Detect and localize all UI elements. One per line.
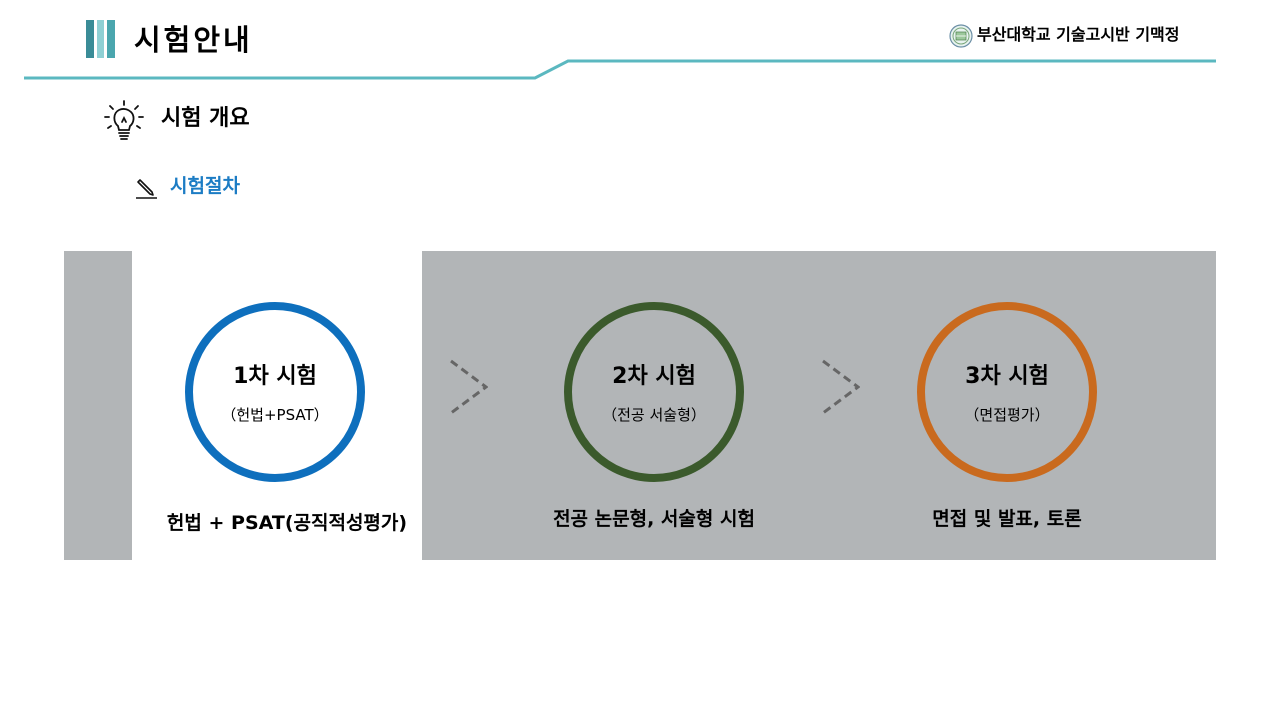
stage-3-circle xyxy=(917,302,1097,482)
stage-3-sub: （면접평가） xyxy=(964,406,1050,424)
stage-2-sub: （전공 서술형） xyxy=(602,406,706,424)
section-title: 시험 개요 xyxy=(161,106,250,131)
process-band-left xyxy=(64,251,132,560)
university-seal-icon xyxy=(949,24,973,48)
header-divider-line xyxy=(24,59,1216,80)
stage-3-name: 3차 시험 xyxy=(965,364,1049,389)
lightbulb-icon xyxy=(104,100,144,140)
stage-1-sub: （헌법+PSAT） xyxy=(221,406,329,424)
stage-2-desc: 전공 논문형, 서술형 시험 xyxy=(553,508,755,530)
stage-1-name: 1차 시험 xyxy=(233,364,317,389)
chevron-right-icon xyxy=(822,359,860,415)
school-name: 부산대학교 기술고시반 기맥정 xyxy=(977,25,1180,44)
stage-3-desc: 면접 및 발표, 토론 xyxy=(932,508,1082,530)
subsection-title: 시험절차 xyxy=(170,175,240,197)
chevron-right-icon xyxy=(450,359,488,415)
title-bars-decoration xyxy=(86,20,120,58)
stage-1-circle xyxy=(185,302,365,482)
stage-2-name: 2차 시험 xyxy=(612,364,696,389)
stage-2-circle xyxy=(564,302,744,482)
page-title: 시험안내 xyxy=(134,23,253,57)
stage-1-desc: 헌법 + PSAT(공직적성평가) xyxy=(166,512,408,534)
pencil-icon xyxy=(136,179,157,199)
